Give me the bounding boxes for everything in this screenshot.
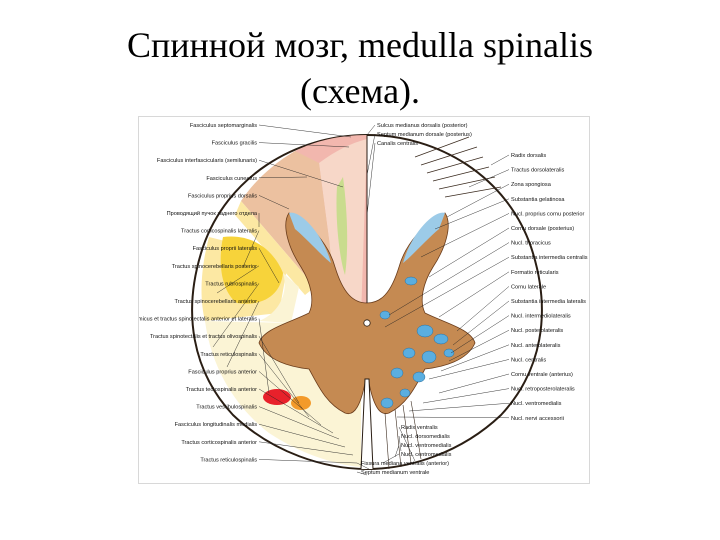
- label-left-2: Fasciculus gracilis: [212, 141, 258, 147]
- slide-title: Спинной мозг, medulla spinalis (схема).: [0, 22, 720, 114]
- label-right-15: Nucl. centralis: [511, 357, 546, 363]
- label-left-13: Tractus spinotectalis et tractus olivosp…: [150, 334, 257, 340]
- label-left-7: Tractus corticospinalis lateralis: [181, 229, 257, 235]
- label-right-10: Cornu laterale: [511, 284, 546, 290]
- label-right-12: Nucl. intermediolateralis: [511, 314, 571, 320]
- label-bottom-6: Septum medianum ventrale: [361, 470, 429, 476]
- label-right-14: Nucl. anterolateralis: [511, 343, 561, 349]
- label-right-2: Tractus dorsolateralis: [511, 168, 564, 174]
- label-left-17: Tractus vestibulospinalis: [196, 405, 257, 411]
- label-right-13: Nucl. posterolateralis: [511, 328, 563, 334]
- nucleus-6: [391, 368, 403, 378]
- nucleus-7: [413, 372, 425, 382]
- label-left-6: Проводящий пучок заднего отдела: [167, 210, 258, 217]
- label-left-4: Fasciculus cuneatus: [206, 176, 257, 182]
- nucleus-1: [417, 325, 433, 337]
- label-bottom-2: Nucl. dorsomedialis: [401, 434, 450, 440]
- nucleus-4: [422, 351, 436, 363]
- tractus-rubrospinalis-red-spot: [263, 389, 291, 405]
- label-right-19: Nucl. nervi accessorii: [511, 416, 564, 422]
- label-left-14: Tractus reticulospinalis: [200, 352, 257, 358]
- label-right-5: Nucl. proprius cornu posterior: [511, 211, 585, 217]
- nucleus-9: [381, 398, 393, 408]
- label-right-7: Nucl. thoracicus: [511, 241, 551, 247]
- label-left-15: Fasciculus proprius anterior: [188, 369, 257, 375]
- label-right-11: Substantia intermedia lateralis: [511, 299, 586, 305]
- label-left-10: Tractus rubrospinalis: [205, 281, 257, 287]
- label-left-1-leader: [259, 125, 351, 137]
- nucleus-3: [403, 348, 415, 358]
- label-right-6: Cornu dorsale (posterius): [511, 226, 574, 232]
- label-bottom-4: Nucl. centromedialis: [401, 452, 452, 458]
- label-right-18: Nucl. ventromedialis: [511, 401, 562, 407]
- label-left-16: Tractus tectospinalis anterior: [186, 387, 257, 393]
- label-right-17: Nucl. retroposterolateralis: [511, 387, 575, 393]
- label-left-5: Fasciculus proprius dorsalis: [188, 193, 257, 199]
- label-left-1: Fasciculus septomarginalis: [190, 123, 257, 129]
- label-right-3: Zona spongiosa: [511, 182, 552, 188]
- label-right-8: Substantia intermedia centralis: [511, 255, 588, 261]
- slide-title-line-1: Спинной мозг, medulla spinalis: [127, 25, 593, 65]
- label-left-18: Fasciculus longitudinalis medialis: [175, 422, 258, 428]
- nucleus-2: [434, 334, 448, 344]
- label-bottom-1: Radix ventralis: [401, 425, 438, 431]
- label-right-16: Cornu ventrale (anterius): [511, 372, 573, 378]
- label-left-9: Tractus spinocerebellaris posterior: [172, 264, 257, 270]
- label-right-9: Formatio reticularis: [511, 270, 559, 276]
- label-bottom-5: Fissura mediana ventralis (anterior): [361, 461, 449, 467]
- nucleus-posterior: [405, 277, 417, 285]
- label-left-8: Fasciculus proprii lateralis: [193, 246, 258, 252]
- label-right-4: Substantia gelatinosa: [511, 197, 565, 203]
- label-left-19: Tractus corticospinalis anterior: [181, 440, 257, 446]
- label-top-1: Sulcus medianus dorsalis (posterior): [377, 123, 468, 129]
- label-top-3: Canalis centralis: [377, 141, 418, 147]
- label-right-1-leader: [491, 155, 509, 165]
- nucleus-5: [444, 349, 454, 357]
- label-left-20: Tractus reticulospinalis: [200, 457, 257, 463]
- nucleus-8: [400, 389, 410, 397]
- label-top-2: Septum medianum dorsale (posterius): [377, 132, 472, 138]
- nucleus-thoracicus: [380, 311, 390, 319]
- label-right-1: Radix dorsalis: [511, 153, 546, 159]
- slide-title-line-2: (схема).: [300, 71, 420, 111]
- label-top-1-leader: [367, 125, 375, 135]
- label-left-11: Tractus spinocerebellaris anterior: [175, 299, 258, 305]
- label-left-12: Tractus spinothalamicus et tractus spino…: [139, 317, 257, 323]
- canalis-centralis: [364, 320, 370, 326]
- label-bottom-3: Nucl. ventromedialis: [401, 443, 452, 449]
- label-left-3: Fasciculus interfascicularis (semilunari…: [157, 158, 257, 164]
